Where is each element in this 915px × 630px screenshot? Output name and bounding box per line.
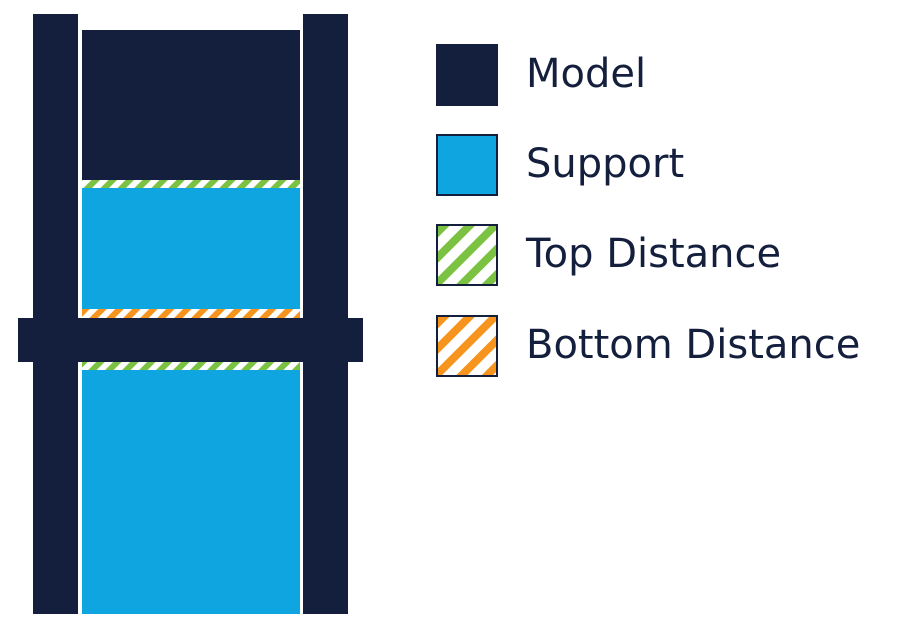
legend-item-model: Model [436, 44, 906, 106]
model-right-pillar [303, 14, 348, 614]
model-bridge [18, 318, 363, 362]
legend-label-top-distance: Top Distance [526, 231, 782, 277]
legend-item-support: Support [436, 134, 906, 196]
upper-bottom-distance [82, 309, 300, 318]
upper-top-distance [82, 180, 300, 188]
model-swatch [436, 44, 498, 106]
legend-item-bottom-distance: Bottom Distance [436, 315, 906, 377]
model-left-pillar [33, 14, 78, 614]
support-swatch [436, 134, 498, 196]
lower-support [82, 370, 300, 614]
legend-item-top-distance: Top Distance [436, 224, 906, 286]
model-top-block [82, 30, 300, 180]
bottom-distance-swatch [436, 315, 498, 377]
legend-label-model: Model [526, 51, 647, 97]
top-distance-swatch [436, 224, 498, 286]
legend-label-bottom-distance: Bottom Distance [526, 322, 861, 368]
upper-support [82, 188, 300, 309]
legend-label-support: Support [526, 141, 685, 187]
lower-top-distance [82, 362, 300, 370]
